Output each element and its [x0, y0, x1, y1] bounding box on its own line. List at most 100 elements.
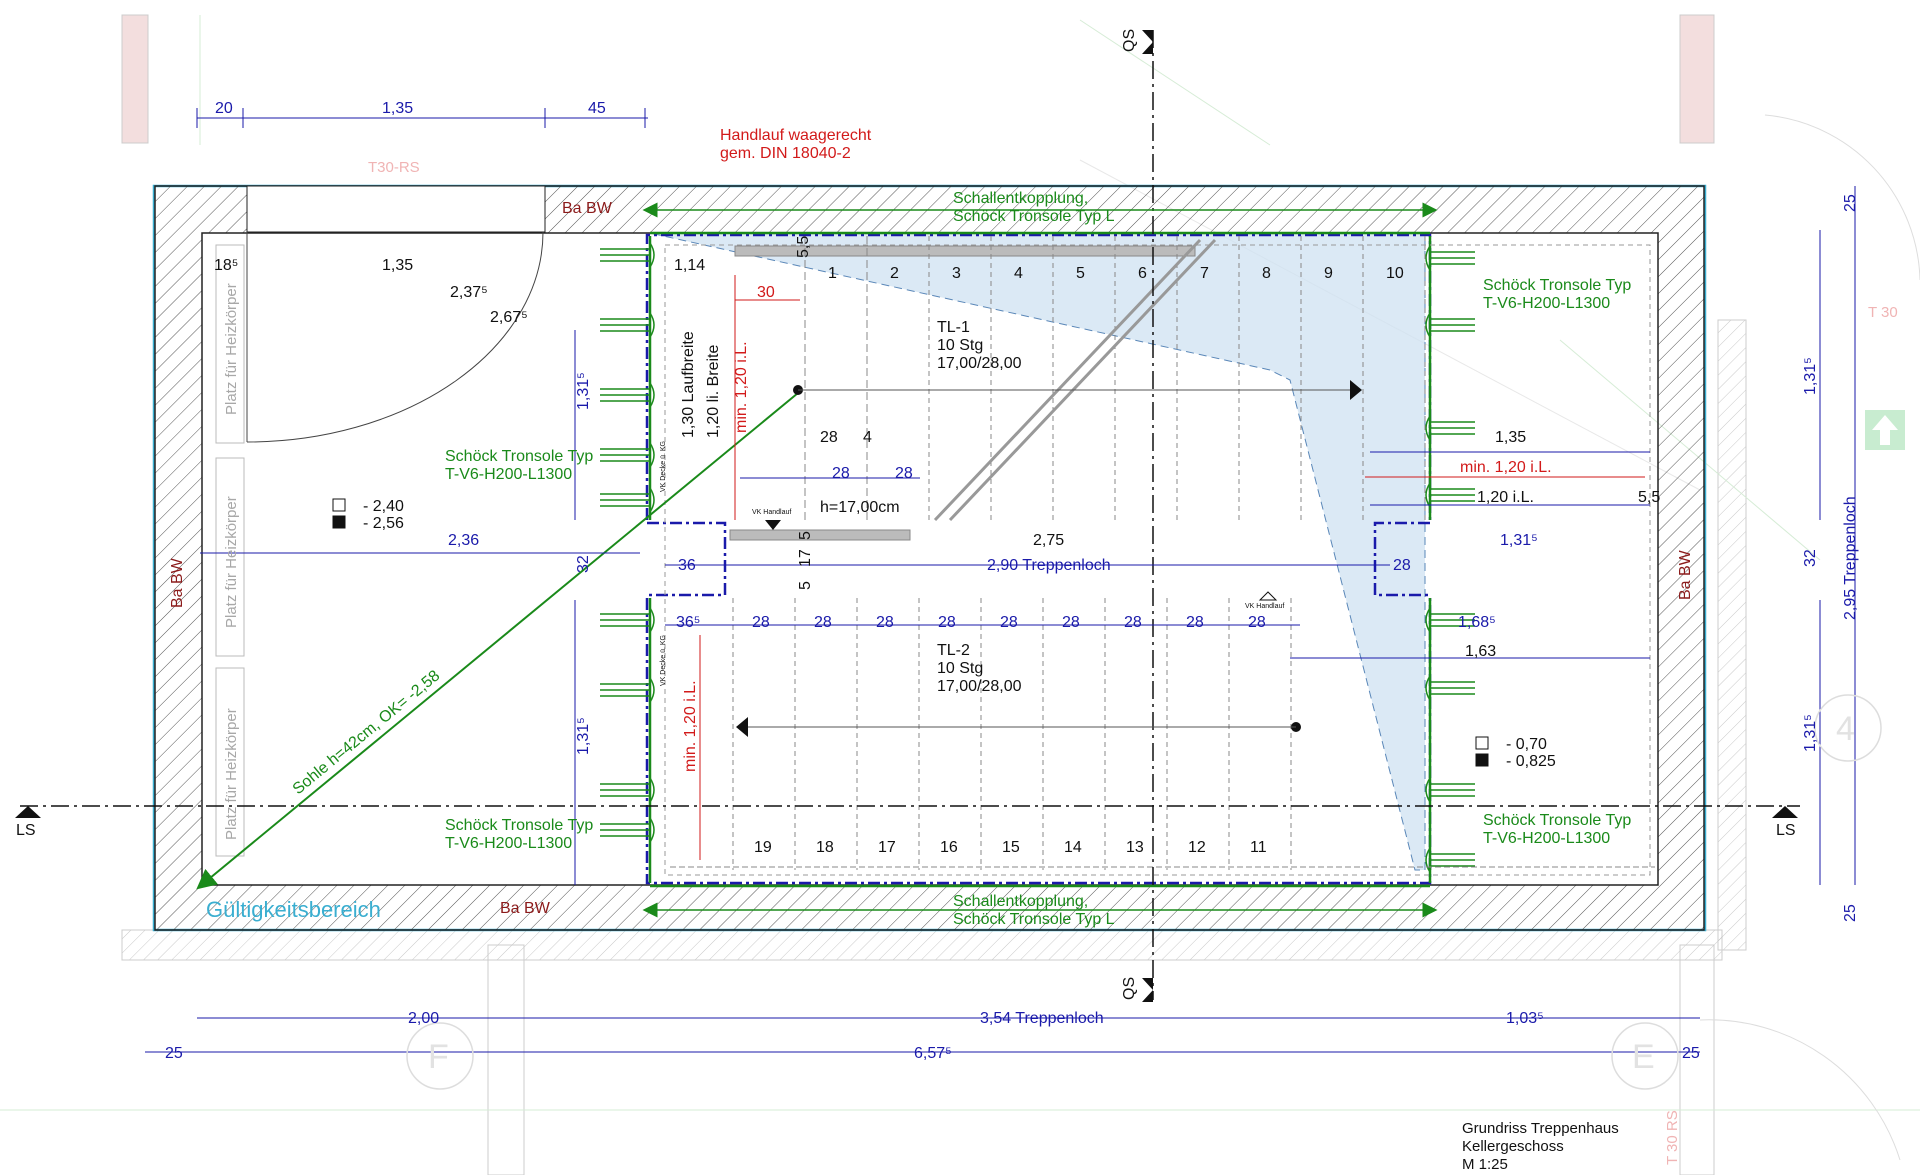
- connector-tick: [1425, 415, 1431, 441]
- schoeck-right-2b: T-V6-H200-L1300: [1483, 830, 1610, 847]
- dim-1315-left-bottom: 1,31⁵: [575, 717, 592, 755]
- dim-28-right: 28: [1393, 557, 1411, 574]
- schallentkopplung-top-1: Schallentkopplung,: [953, 190, 1088, 207]
- dim-295: 2,95 Treppenloch: [1842, 496, 1859, 620]
- ba-bw-top: Ba BW: [562, 200, 613, 217]
- flight-tl2-name: TL-2: [937, 642, 970, 659]
- red-dimensions: [699, 275, 1645, 860]
- schoeck-left-1b: T-V6-H200-L1300: [445, 466, 572, 483]
- dim-28: 28: [1248, 614, 1266, 631]
- stair-flights: [670, 236, 1655, 870]
- ls-left: LS: [16, 822, 36, 839]
- step-number: 10: [1386, 265, 1404, 282]
- step-number: 17: [878, 839, 896, 856]
- vk-decke-top: VK Decke ü. KG: [660, 441, 667, 492]
- gueltigkeitsbereich: Gültigkeitsbereich: [206, 897, 381, 922]
- step-number: 14: [1064, 839, 1082, 856]
- flight-tl1-name: TL-1: [937, 319, 970, 336]
- dim-275: 2,75: [1033, 532, 1064, 549]
- step-number: 11: [1250, 839, 1267, 856]
- step-number: 19: [754, 839, 772, 856]
- dim-30: 30: [757, 284, 775, 301]
- dim-17: 17: [797, 549, 814, 567]
- dim-36: 36: [678, 557, 696, 574]
- qs-bottom: QS: [1121, 977, 1138, 1000]
- step-number: 16: [940, 839, 958, 856]
- headroom-area: [649, 232, 1426, 871]
- dim-28: 28: [1062, 614, 1080, 631]
- dim-365: 36⁵: [676, 614, 700, 631]
- connector-tick: [649, 607, 655, 633]
- dim-1315-mid-right: 1,31⁵: [1500, 532, 1538, 549]
- dim-2675: 2,67⁵: [490, 309, 528, 326]
- vk-handlauf-bottom: VK Handlauf: [1245, 603, 1284, 610]
- slab-lines: [664, 244, 1651, 876]
- schoeck-right-1a: Schöck Tronsole Typ: [1483, 277, 1631, 294]
- connector-tick: [1425, 675, 1431, 701]
- level-markers: [332, 498, 1489, 767]
- dim-bottom-6575: 6,57⁵: [914, 1045, 952, 1062]
- grid-axis-e: E: [1632, 1038, 1655, 1076]
- schoeck-left-2a: Schöck Tronsole Typ: [445, 817, 593, 834]
- dim-1315-right-top: 1,31⁵: [1802, 357, 1819, 395]
- dim-28: 28: [832, 465, 850, 482]
- dim-55: 5,5: [795, 236, 812, 258]
- dim-5b: 5: [797, 581, 814, 590]
- schoeck-left-1a: Schöck Tronsole Typ: [445, 448, 593, 465]
- connector-tick: [649, 677, 655, 703]
- dim-5a: 5: [797, 531, 814, 540]
- heater-places: [215, 244, 245, 857]
- step-number: 2: [890, 265, 899, 282]
- step-number: 9: [1324, 265, 1333, 282]
- dim-bottom-25-right: 25: [1682, 1045, 1700, 1062]
- level-256: - 2,56: [363, 515, 404, 532]
- validity-frame: [152, 184, 1707, 932]
- dim-28: 28: [1124, 614, 1142, 631]
- level-240: - 2,40: [363, 498, 404, 515]
- connector-tick: [649, 312, 655, 338]
- step-number: 15: [1002, 839, 1020, 856]
- flight-tl1-ratio: 17,00/28,00: [937, 355, 1022, 372]
- dim-185: 18⁵: [214, 257, 238, 274]
- dim-top-20: 20: [215, 100, 233, 117]
- dim-bottom-200: 2,00: [408, 1010, 439, 1027]
- title-line-3: M 1:25: [1462, 1156, 1508, 1173]
- min-il-top: min. 1,20 i.L.: [733, 341, 750, 433]
- connector-tick: [1425, 847, 1431, 873]
- level-0825: - 0,825: [1506, 753, 1556, 770]
- dim-163: 1,63: [1465, 643, 1496, 660]
- connector-tick: [649, 382, 655, 408]
- ba-bw-right: Ba BW: [1677, 549, 1694, 600]
- step-number: 7: [1200, 265, 1209, 282]
- step-number: 3: [952, 265, 961, 282]
- dim-135c: 1,35: [1495, 429, 1526, 446]
- dim-28: 28: [752, 614, 770, 631]
- ls-right: LS: [1776, 822, 1796, 839]
- dim-25-right-bottom: 25: [1842, 904, 1859, 922]
- exit-sign-icon: [1865, 410, 1905, 450]
- step-number: 8: [1262, 265, 1271, 282]
- connector-tick: [649, 817, 655, 843]
- flight-tl2-ratio: 17,00/28,00: [937, 678, 1022, 695]
- connector-tick: [649, 487, 655, 513]
- dim-114: 1,14: [674, 257, 705, 274]
- dim-236: 2,36: [448, 532, 479, 549]
- step-number: 1: [828, 265, 837, 282]
- dim-h17: h=17,00cm: [820, 499, 900, 516]
- sohle-label: Sohle h=42cm, OK= -2,58: [290, 667, 444, 798]
- step-number: 13: [1126, 839, 1144, 856]
- dim-top-45: 45: [588, 100, 606, 117]
- grid-axis-4: 4: [1836, 710, 1855, 748]
- title-line-1: Grundriss Treppenhaus: [1462, 1120, 1619, 1137]
- dim-28: 28: [938, 614, 956, 631]
- schoeck-right-2a: Schöck Tronsole Typ: [1483, 812, 1631, 829]
- note-t30rs-bottom: T 30 RS: [1664, 1110, 1681, 1165]
- tronsole-connectors: [600, 242, 1475, 873]
- step-number: 4: [1014, 265, 1023, 282]
- door-swing: [246, 231, 544, 443]
- dim-55b: 5,5: [1638, 489, 1660, 506]
- heater-label-2: Platz für Heizkörper: [223, 496, 240, 628]
- dim-28: 28: [895, 465, 913, 482]
- schoeck-left-2b: T-V6-H200-L1300: [445, 835, 572, 852]
- step-number: 6: [1138, 265, 1147, 282]
